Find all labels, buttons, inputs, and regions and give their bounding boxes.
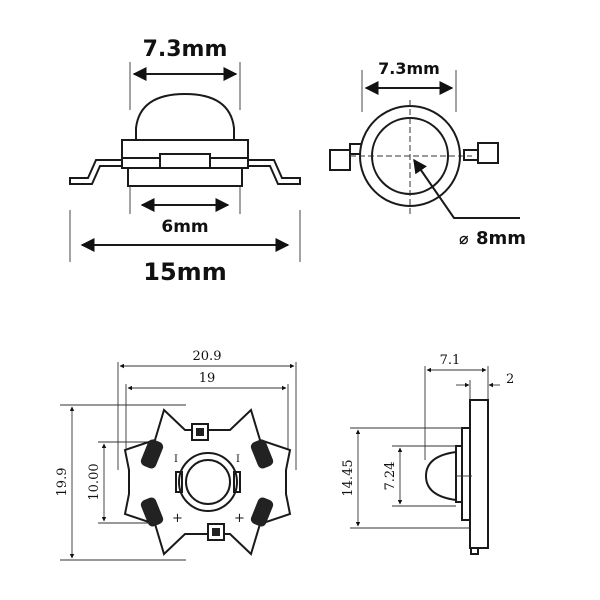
polarity-plus-left: +	[172, 511, 183, 526]
led-side-view: 7.3mm 6mm 15mm	[69, 37, 301, 286]
lens-dome	[135, 92, 235, 141]
side-lens-dome	[424, 450, 457, 502]
board-height-label: 14.45	[341, 459, 356, 496]
lens-width-label: 7.3mm	[143, 37, 228, 62]
overall-length-label: 15mm	[143, 258, 226, 286]
right-lead	[248, 159, 301, 185]
diameter-label: 8mm	[476, 228, 526, 249]
polarity-plus-right: +	[234, 511, 245, 526]
pad-bottom-left	[140, 497, 164, 527]
star-board-side-view: 7.1 2 14.45 7.24	[341, 353, 514, 555]
left-lead	[69, 159, 122, 185]
right-tab	[477, 142, 499, 164]
inner-width-label: 19	[199, 371, 216, 386]
star-board-top-view: 20.9 19 19.9 10.00 I I	[55, 349, 297, 561]
board-thickness-label: 2	[506, 372, 514, 387]
led-base	[127, 167, 243, 187]
base-width-label: 6mm	[161, 217, 208, 237]
front-lens-width-label: 7.3mm	[378, 59, 440, 78]
led-front-view: 7.3mm ⌀ 8mm	[329, 59, 526, 249]
polarity-mark-top-right: I	[236, 454, 240, 465]
left-tab	[329, 149, 351, 171]
pad-top-left	[140, 439, 164, 469]
diameter-symbol: ⌀	[459, 229, 469, 248]
lens-height-label: 7.24	[383, 462, 398, 491]
led-inner-circle	[185, 459, 231, 505]
pad-spacing-label: 10.00	[87, 463, 102, 500]
total-depth-label: 7.1	[440, 353, 461, 368]
outer-width-label: 20.9	[193, 349, 222, 364]
board-profile	[469, 399, 489, 549]
polarity-mark-top-left: I	[174, 454, 178, 465]
pad-bottom-right	[250, 497, 274, 527]
pad-top-right	[250, 439, 274, 469]
diameter-leader-line	[413, 158, 460, 219]
led-outer-circle	[178, 452, 238, 512]
overall-height-label: 19.9	[55, 468, 70, 497]
